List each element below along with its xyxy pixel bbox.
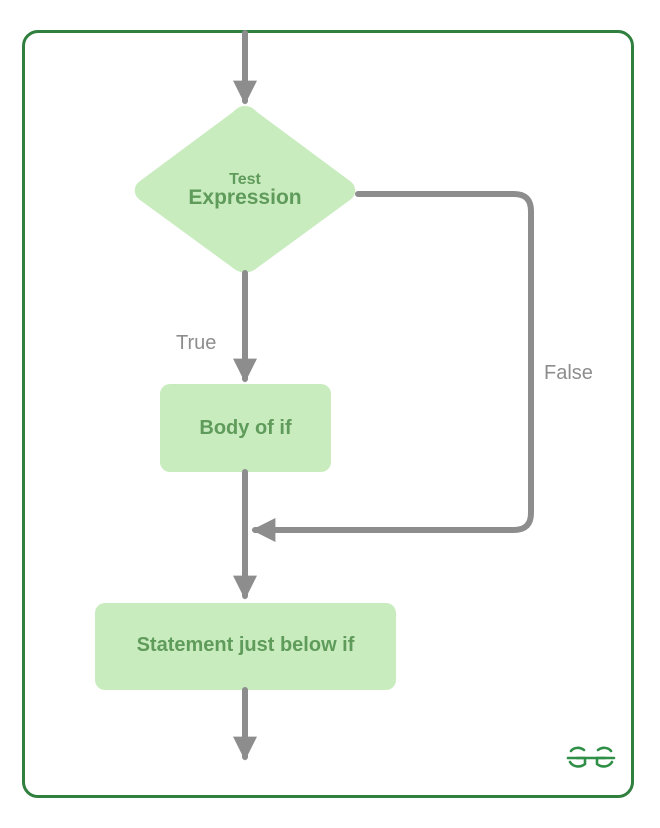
decision-diamond [134, 106, 356, 273]
false-branch-arrow [251, 191, 534, 542]
decision-label-line-2: Expression [188, 186, 302, 209]
geeksforgeeks-logo-icon [566, 746, 616, 768]
statement-below-if-node [95, 603, 396, 690]
statement-below-if-label: Statement just below if [136, 634, 355, 656]
false-label: False [544, 362, 593, 384]
true-label: True [176, 332, 217, 354]
body-of-if-label: Body of if [199, 417, 292, 439]
decision-label-line-1: Test [229, 171, 261, 188]
body-of-if-node [160, 384, 331, 472]
